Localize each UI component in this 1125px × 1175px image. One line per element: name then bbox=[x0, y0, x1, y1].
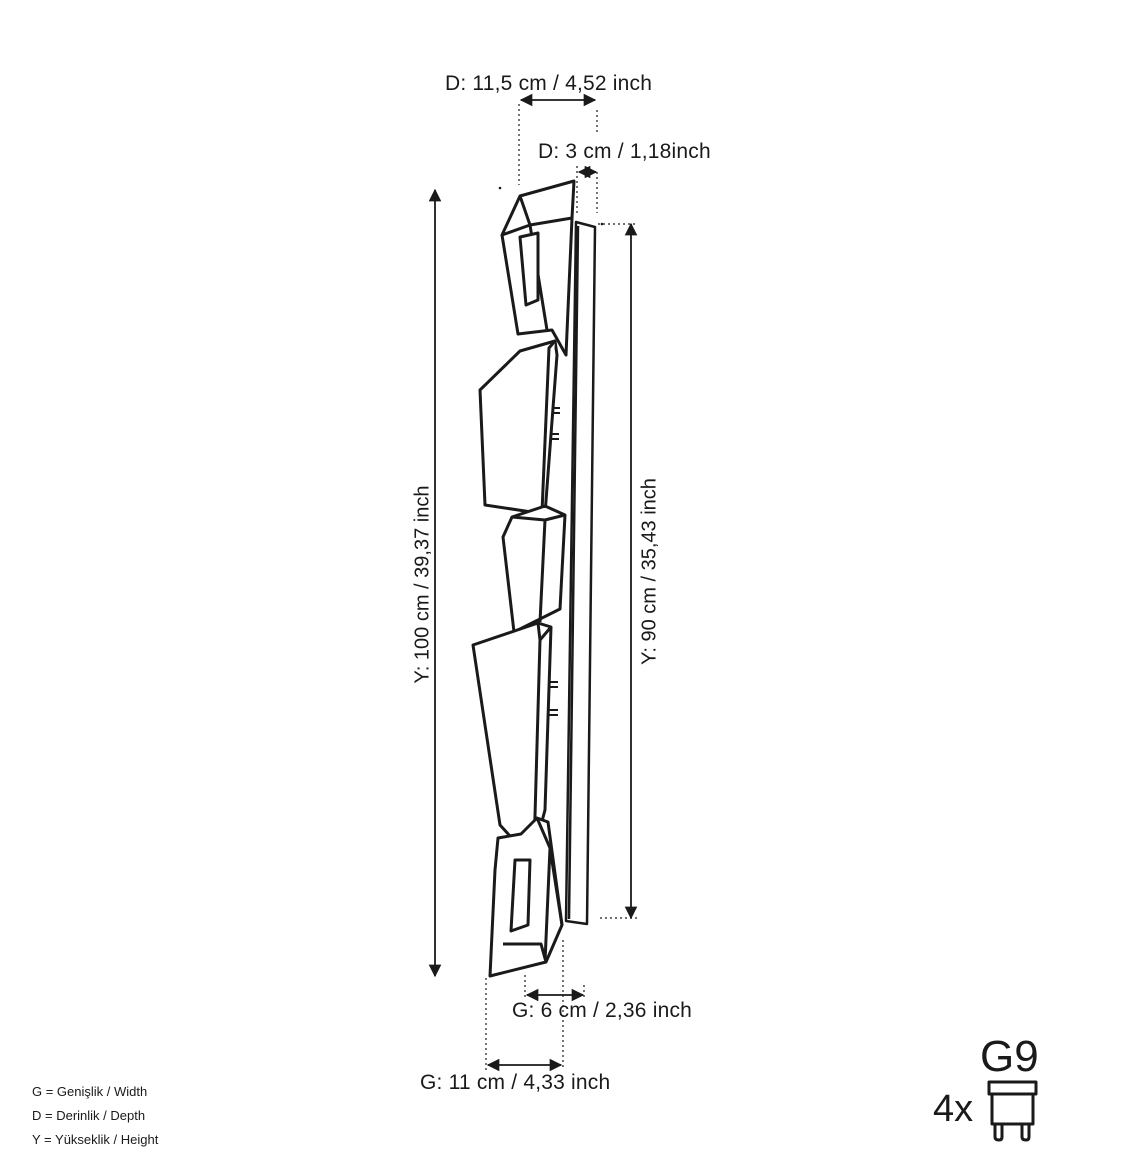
bulb-count: 4x bbox=[933, 1088, 974, 1130]
height-plate-label: Y: 90 cm / 35,43 inch bbox=[638, 478, 661, 665]
legend-depth: D = Derinlik / Depth bbox=[32, 1108, 146, 1123]
g9-bulb-icon bbox=[987, 1080, 1038, 1142]
dimension-arrows bbox=[428, 93, 638, 1072]
tiny-dots bbox=[498, 186, 604, 226]
bottom-module bbox=[488, 816, 564, 978]
upper-block bbox=[478, 339, 559, 516]
lower-block bbox=[471, 621, 553, 853]
bulb-type: G9 bbox=[980, 1032, 1039, 1081]
height-total-label: Y: 100 cm / 39,37 inch bbox=[411, 485, 434, 684]
legend-width: G = Genişlik / Width bbox=[32, 1084, 148, 1099]
width-total-label: G: 11 cm / 4,33 inch bbox=[420, 1071, 611, 1094]
top-module bbox=[500, 179, 576, 357]
middle-block bbox=[501, 504, 567, 634]
width-plate-label: G: 6 cm / 2,36 inch bbox=[512, 999, 693, 1022]
depth-total-label: D: 11,5 cm / 4,52 inch bbox=[445, 72, 653, 95]
legend-height: Y = Yükseklik / Height bbox=[32, 1132, 159, 1147]
backplate bbox=[564, 220, 597, 926]
depth-plate-label: D: 3 cm / 1,18inch bbox=[538, 140, 711, 163]
